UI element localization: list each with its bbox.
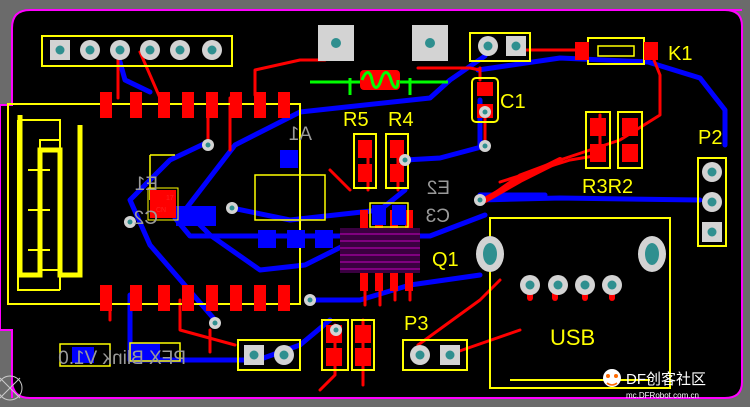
- through-hole-pads: [50, 36, 722, 365]
- usb-mount-pads: [318, 25, 448, 61]
- via-hole: [229, 205, 235, 211]
- label-k1: K1: [668, 43, 692, 65]
- p3-pin-hole: [415, 350, 425, 360]
- via-hole: [127, 219, 133, 225]
- antenna-meander: [17, 115, 83, 278]
- resistor-r3: [585, 111, 611, 169]
- header-pin-hole: [207, 45, 217, 55]
- inductor-coil: [360, 70, 400, 90]
- module-pads-top: [100, 92, 290, 118]
- label-e2: E2: [427, 178, 450, 199]
- label-usb: USB: [550, 325, 595, 350]
- header-p2: [697, 157, 727, 247]
- watermark: DF创客社区 mc.DFRobot.com.cn: [603, 369, 706, 400]
- via-hole: [205, 142, 211, 148]
- silkscreen-designators: K1 C1 R5 R4 P2 R3R2 Q1 P3 USB: [343, 43, 722, 350]
- board-version-text: PFX Blink V1.0: [58, 348, 186, 369]
- header-pin-hole: [115, 45, 125, 55]
- label-p2: P2: [698, 127, 722, 149]
- header-top-left: [41, 35, 233, 67]
- p2-pin-hole: [707, 227, 717, 237]
- via-hole: [212, 320, 218, 326]
- tiny-labels: 17 CN: [156, 195, 174, 214]
- usb-pin-hole: [525, 280, 535, 290]
- module-smd-cn: [147, 187, 179, 221]
- label-cn: CN: [156, 207, 166, 214]
- label-c2: C2: [134, 208, 158, 229]
- header-top-c1: [469, 32, 531, 62]
- header-pin-hole: [145, 45, 155, 55]
- c1-header-pin-hole: [511, 41, 521, 51]
- switch-k1: [575, 37, 658, 65]
- usb-pin-hole: [553, 280, 563, 290]
- label-a1: A1: [289, 124, 312, 145]
- label-r5: R5: [343, 109, 369, 131]
- label-c1: C1: [500, 91, 526, 113]
- header-p3: [402, 339, 468, 371]
- header-pin-hole: [175, 45, 185, 55]
- module-pads-bottom: [100, 285, 290, 311]
- p2-pin-hole: [707, 197, 717, 207]
- resistor-r2: [617, 111, 643, 169]
- header-pin-hole: [85, 45, 95, 55]
- via-hole: [477, 197, 483, 203]
- watermark-brand: DF创客社区: [626, 371, 706, 388]
- c1-header-pin-hole: [483, 41, 493, 51]
- origin-marker-icon: [0, 375, 23, 401]
- capacitors-e2-c3: [369, 202, 409, 228]
- label-r3r2: R3R2: [582, 176, 633, 198]
- usb-pin-hole: [580, 280, 590, 290]
- via-hole: [307, 297, 313, 303]
- usb-mount-holes: [476, 236, 666, 272]
- watermark-url: mc.DFRobot.com.cn: [626, 391, 699, 400]
- bottom-pads: [176, 150, 333, 248]
- left-header-pin-hole: [249, 350, 259, 360]
- via-hole: [333, 327, 339, 333]
- label-q1: Q1: [432, 249, 459, 271]
- header-bottom-left: [237, 339, 301, 371]
- keepout-markers: [11, 9, 742, 398]
- label-p3: P3: [404, 313, 428, 335]
- p2-pin-hole: [707, 167, 717, 177]
- bottom-silkscreen-mirrored: A1 E1 C2 E2 C3 PFX Blink V1.0: [58, 124, 450, 369]
- via-hole: [402, 157, 408, 163]
- resistor-r5: [353, 133, 377, 189]
- usb-connector: [489, 217, 671, 389]
- via-hole: [482, 109, 488, 115]
- usb-pin-hole: [607, 280, 617, 290]
- label-seventeen: 17: [166, 195, 174, 202]
- dfrobot-logo-icon: [603, 369, 621, 387]
- header-pin-hole: [55, 45, 65, 55]
- left-header-pin-hole: [279, 350, 289, 360]
- via-hole: [482, 143, 488, 149]
- label-r4: R4: [388, 109, 414, 131]
- label-e1: E1: [135, 174, 158, 195]
- p3-pin-hole: [445, 350, 455, 360]
- label-c3: C3: [426, 206, 450, 227]
- chip-q1-body: [340, 228, 420, 273]
- resistor-r4: [385, 133, 409, 189]
- vias: [124, 106, 491, 336]
